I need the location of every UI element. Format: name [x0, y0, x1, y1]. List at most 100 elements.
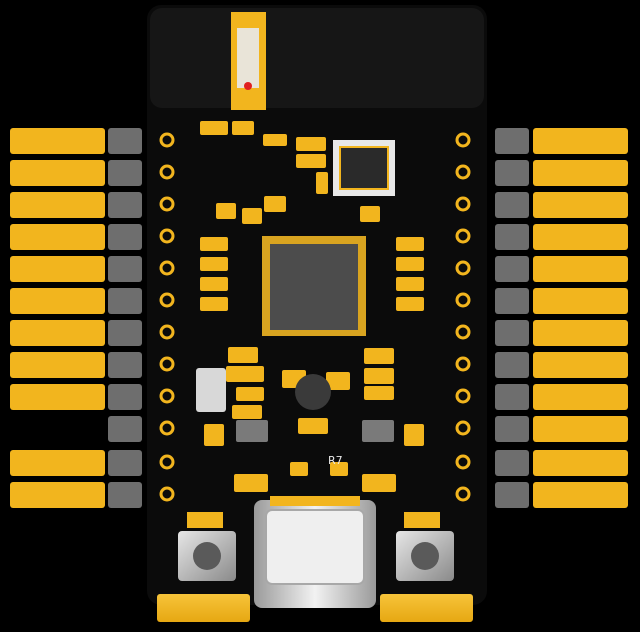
smd-part [228, 347, 258, 363]
right-gold-pin [533, 128, 628, 154]
qfn-chip [262, 236, 366, 336]
right-gold-pin [533, 256, 628, 282]
right-gray-pad [495, 416, 529, 442]
left-gold-pin [10, 256, 105, 282]
right-gold-pin [533, 320, 628, 346]
led-red-indicator [244, 82, 252, 90]
right-gold-pin [533, 482, 628, 508]
via-hole [455, 228, 471, 244]
smd-part [263, 134, 287, 146]
via-hole [159, 132, 175, 148]
left-gray-pad [108, 224, 142, 250]
via-hole [159, 486, 175, 502]
smd-part [396, 297, 424, 311]
right-gray-pad [495, 224, 529, 250]
smd-part [362, 474, 396, 492]
via-hole [455, 292, 471, 308]
smd-components [196, 121, 424, 492]
left-gray-pad [108, 416, 142, 442]
right-gold-pin [533, 416, 628, 442]
smd-part [396, 277, 424, 291]
via-hole [455, 420, 471, 436]
right-gray-pad [495, 320, 529, 346]
left-gold-pin [10, 192, 105, 218]
right-gold-pin [533, 192, 628, 218]
smd-part [364, 386, 394, 400]
smd-part [232, 405, 262, 419]
right-gray-pad [495, 192, 529, 218]
right-gray-pad [495, 128, 529, 154]
left-gray-pad [108, 450, 142, 476]
via-hole [159, 388, 175, 404]
via-hole [455, 388, 471, 404]
silkscreen-r7: R7 [328, 454, 343, 467]
left-gold-pin [10, 482, 105, 508]
left-gray-pad [108, 160, 142, 186]
right-gold-pin [533, 352, 628, 378]
right-gold-pin [533, 224, 628, 250]
left-gold-pin [10, 160, 105, 186]
right-header-holes [455, 132, 471, 502]
smd-part [242, 208, 262, 224]
smd-part [296, 137, 326, 151]
right-gray-pad [495, 256, 529, 282]
smd-part [200, 257, 228, 271]
left-gold-pin [10, 384, 105, 410]
via-hole [159, 196, 175, 212]
smd-part [364, 348, 394, 364]
via-hole [455, 486, 471, 502]
right-gray-pad [495, 384, 529, 410]
left-gray-pad [108, 192, 142, 218]
via-hole [455, 454, 471, 470]
right-gray-pad [495, 482, 529, 508]
via-hole [159, 324, 175, 340]
via-hole [159, 292, 175, 308]
smd-part [396, 257, 424, 271]
smd-part [298, 418, 328, 434]
smd-part [200, 277, 228, 291]
antenna-chip [231, 12, 266, 110]
smd-part [200, 121, 228, 135]
smd-part [396, 237, 424, 251]
smd-part [200, 237, 228, 251]
smd-part [204, 424, 224, 446]
sot-chip [362, 420, 394, 442]
via-hole [455, 356, 471, 372]
smd-part [264, 196, 286, 212]
left-header-holes [159, 132, 175, 502]
button-left [178, 512, 236, 581]
transistor [295, 374, 331, 410]
left-gray-pad [108, 482, 142, 508]
smd-part [326, 372, 350, 390]
left-gray-pad [108, 288, 142, 314]
smd-part [296, 154, 326, 168]
crystal-oscillator [333, 140, 395, 196]
left-gray-pad [108, 384, 142, 410]
left-gold-pin [10, 224, 105, 250]
smd-part [404, 424, 424, 446]
via-hole [159, 228, 175, 244]
via-hole [455, 164, 471, 180]
left-gray-pad [108, 320, 142, 346]
right-gray-pad [495, 288, 529, 314]
right-gray-pads [495, 128, 529, 508]
via-hole [455, 324, 471, 340]
left-gray-pad [108, 352, 142, 378]
smd-part [316, 172, 328, 194]
right-gold-pin [533, 384, 628, 410]
via-hole [455, 196, 471, 212]
sot-chip [236, 420, 268, 442]
inductor [196, 368, 226, 412]
bottom-pad-left [157, 594, 250, 622]
left-gold-pin [10, 320, 105, 346]
right-gray-pad [495, 450, 529, 476]
bottom-pad-right [380, 594, 473, 622]
smd-part [216, 203, 236, 219]
button-right [396, 512, 454, 581]
usb-type-c-connector [254, 496, 376, 608]
via-hole [159, 164, 175, 180]
via-hole [159, 356, 175, 372]
right-gold-pin [533, 450, 628, 476]
left-gray-pad [108, 128, 142, 154]
right-gray-pad [495, 352, 529, 378]
